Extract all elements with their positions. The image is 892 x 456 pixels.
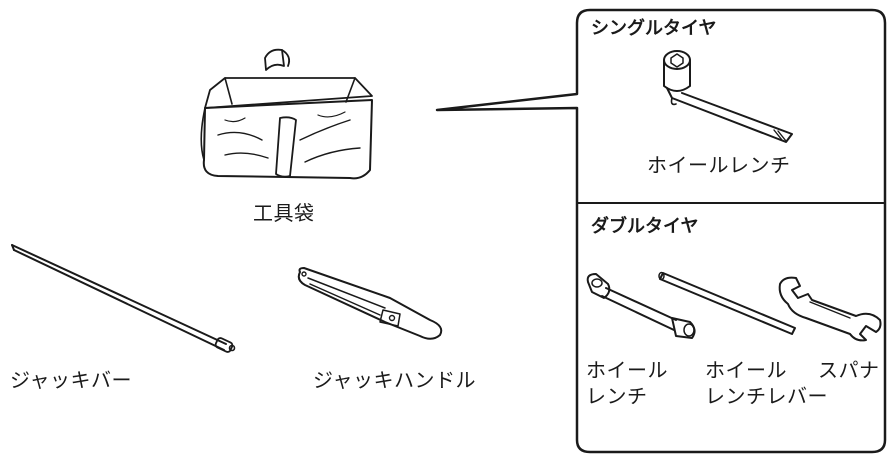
tool-bag-icon — [200, 48, 373, 180]
box-wheel-wrench-icon — [586, 273, 696, 339]
jack-handle-icon — [297, 267, 443, 340]
tool-bag-label: 工具袋 — [253, 201, 315, 225]
single-tire-heading: シングルタイヤ — [591, 18, 717, 39]
wheel-wrench-lever-label-line2: レンチレバー — [705, 384, 828, 408]
spanner-label: スパナ — [818, 358, 880, 382]
box-wheel-wrench-label-line1: ホイール — [586, 358, 668, 382]
l-wheel-wrench-label: ホイールレンチ — [647, 153, 791, 177]
jack-handle-label: ジャッキハンドル — [313, 368, 476, 392]
callout-frame — [435, 8, 887, 454]
double-tire-heading: ダブルタイヤ — [591, 216, 699, 237]
wheel-wrench-lever-icon — [658, 271, 796, 335]
jack-bar-label: ジャッキバー — [10, 368, 132, 392]
spanner-icon — [778, 276, 882, 342]
l-wheel-wrench-icon — [663, 50, 793, 143]
wheel-wrench-lever-label-line1: ホイール — [705, 358, 787, 382]
jack-bar-icon — [11, 244, 236, 353]
box-wheel-wrench-label-line2: レンチ — [586, 384, 648, 408]
